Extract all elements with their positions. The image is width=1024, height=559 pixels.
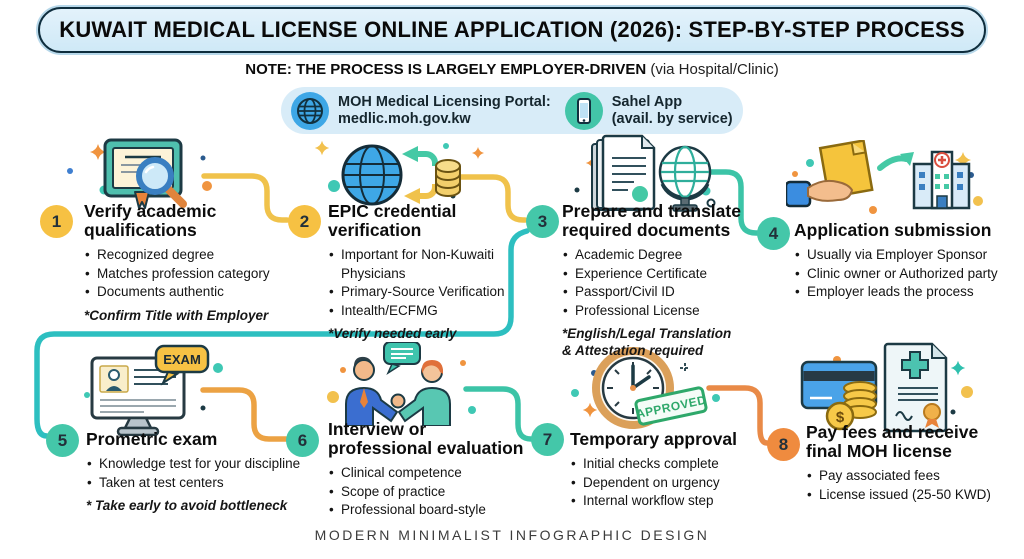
payment-license-icon: $ [800,340,950,441]
step-4-content: Application submission Usually via Emplo… [794,221,1024,302]
step-2-content: EPIC credential verification Important f… [328,202,528,342]
step-8-content: Pay fees and receive final MOH license P… [806,423,1024,504]
step-bullet: Knowledge test for your discipline [86,455,331,474]
step-bullet: Primary-Source Verification [328,283,528,302]
step-bullet: Clinic owner or Authorized party [794,265,1024,284]
step-bullet: Internal workflow step [570,492,785,511]
step-3-content: Prepare and translate required documents… [562,202,787,359]
step-bullet: Usually via Employer Sponsor [794,246,1024,265]
step-3-number-badge: 3 [526,205,559,238]
app-availability: (avail. by service) [611,110,733,127]
step-title: Interview or professional evaluation [328,419,524,458]
globe-icon [291,91,329,130]
step-bullet: Clinical competence [328,464,543,483]
employer-note-bold: NOTE: THE PROCESS IS LARGELY EMPLOYER-DR… [245,61,647,78]
step-note: *Confirm Title with Employer [84,307,269,323]
step-4-number-badge: 4 [757,217,790,250]
documents-globe-icon [582,132,712,225]
step-1-content: Verify academic qualifications Recognize… [84,202,324,324]
step-bullet: License issued (25-50 KWD) [806,486,1024,505]
step-bullet: Scope of practice [328,483,543,502]
portal-url: medlic.moh.gov.kw [338,110,471,127]
step-bullet: Professional board-style [328,501,543,520]
step-bullet: Matches profession category [84,265,324,284]
step-bullet: Dependent on urgency [570,474,785,493]
connector-6-7 [463,386,534,442]
step-bullet: Recognized degree [84,246,324,265]
step-2-number-badge: 2 [288,205,321,238]
moh-portal-resource: MOH Medical Licensing Portal: medlic.moh… [291,91,551,130]
step-bullet: Documents authentic [84,283,324,302]
title-banner: KUWAIT MEDICAL LICENSE ONLINE APPLICATIO… [38,7,986,53]
portal-label: MOH Medical Licensing Portal: [338,93,551,110]
footer-caption: MODERN MINIMALIST INFOGRAPHIC DESIGN [314,527,710,543]
step-bullet: Intealth/ECFMG [328,302,528,321]
step-5-number-badge: 5 [46,424,79,457]
step-bullet: Professional License [562,302,787,321]
step-title: Prometric exam [86,429,218,449]
connector-1-2 [201,173,290,223]
step-bullet: Passport/Civil ID [562,283,787,302]
step-8-number-badge: 8 [767,428,800,461]
step-note: * Take early to avoid bottleneck [86,498,288,513]
page-title: KUWAIT MEDICAL LICENSE ONLINE APPLICATIO… [59,17,965,42]
globe-sync-database-icon [336,140,462,215]
step-6-content: Interview or professional evaluation Cli… [328,420,543,520]
clock-approved-icon: APPROVED [585,344,710,441]
step-bullet: Important for Non-Kuwaiti Physicians [328,246,528,283]
connector-7-8 [706,385,770,446]
certificate-magnifier-icon [95,136,200,221]
connector-row-wrap [34,228,530,439]
computer-exam-icon: EXAM [84,344,219,441]
step-bullet: Initial checks complete [570,455,785,474]
step-bullet: Pay associated fees [806,467,1024,486]
sahel-app-resource: Sahel App (avail. by service) [564,91,733,130]
step-note: *Verify needed early [328,326,457,341]
smartphone-icon [564,91,603,130]
employer-note: NOTE: THE PROCESS IS LARGELY EMPLOYER-DR… [0,61,1024,78]
app-name: Sahel App [611,93,683,110]
connector-3-4 [703,169,760,236]
step-bullet: Academic Degree [562,246,787,265]
resources-bar: MOH Medical Licensing Portal: medlic.moh… [281,87,743,134]
step-title: Application submission [794,220,992,240]
step-title: Verify academic qualifications [84,201,217,240]
step-1-number-badge: 1 [40,205,73,238]
coin-dollar-label: $ [836,409,845,426]
step-title: Prepare and translate required documents [562,201,741,240]
connector-2-3 [449,174,528,223]
step-bullet: Experience Certificate [562,265,787,284]
connector-5-6 [200,387,289,442]
exam-bubble-label: EXAM [163,352,201,367]
step-note: *English/Legal Translation & Attestation… [562,326,732,358]
step-title: Temporary approval [570,429,737,449]
hand-submitting-to-hospital-icon [784,139,972,223]
step-7-number-badge: 7 [531,423,564,456]
handshake-interview-icon [328,341,468,431]
step-7-content: Temporary approval Initial checks comple… [570,430,785,511]
sparkle-decoration [67,140,983,418]
step-6-number-badge: 6 [286,424,319,457]
step-bullet: Employer leads the process [794,283,1024,302]
step-title: Pay fees and receive final MOH license [806,422,979,461]
step-5-content: Prometric exam Knowledge test for your d… [86,430,331,514]
step-bullet: Taken at test centers [86,474,331,493]
employer-note-regular: (via Hospital/Clinic) [650,61,779,78]
step-title: EPIC credential verification [328,201,457,240]
